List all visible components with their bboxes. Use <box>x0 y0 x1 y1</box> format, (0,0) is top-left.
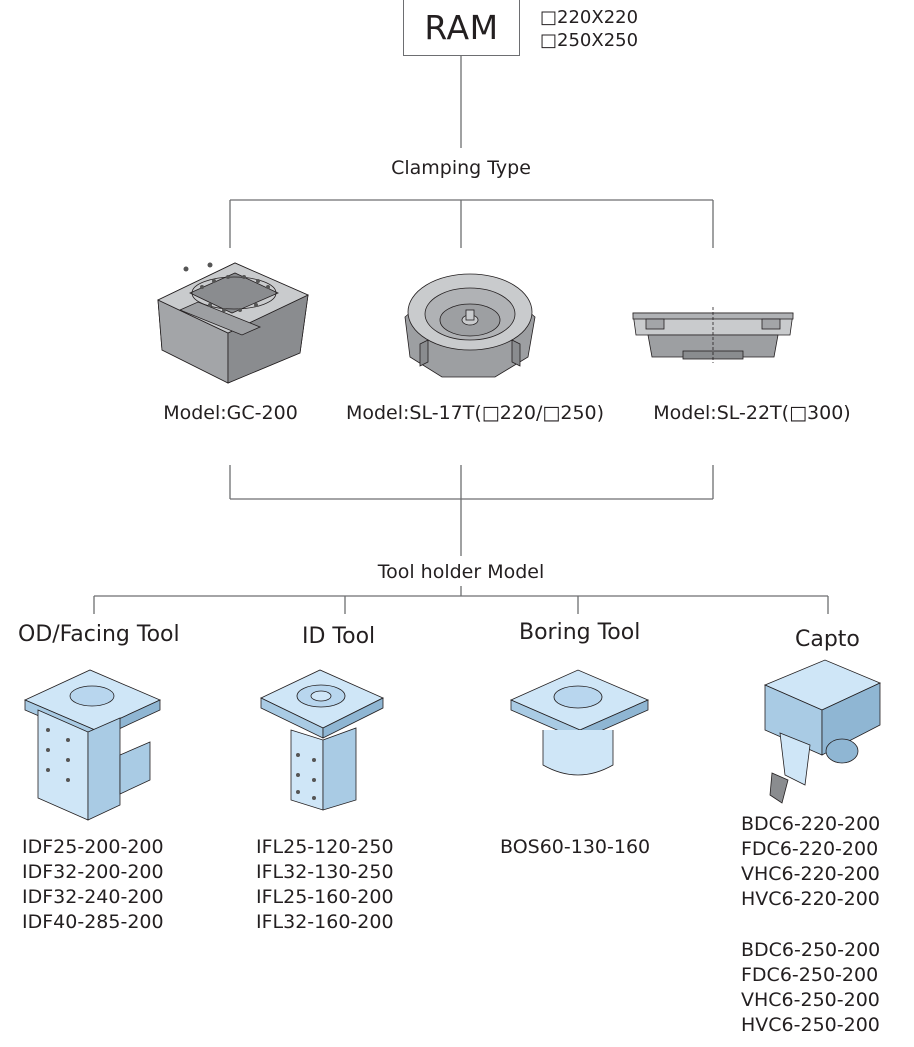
list-item: IDF25-200-200 <box>22 836 164 858</box>
id-tool-image <box>260 669 384 811</box>
category-boring-tool: Boring Tool <box>519 620 641 645</box>
ram-sizes: □220X220 □250X250 <box>540 6 638 52</box>
ram-size: □220X220 <box>540 7 639 28</box>
id-tool-model-list: IFL25-120-250 IFL32-130-250 IFL25-160-20… <box>256 835 394 935</box>
ram-size: □250X250 <box>540 30 639 51</box>
tool-holder-title: Tool holder Model <box>377 561 545 583</box>
clamping-type-title: Clamping Type <box>391 157 531 179</box>
list-item: BDC6-250-200 <box>741 939 881 961</box>
od-facing-tool-image <box>24 669 161 821</box>
capto-model-list-250: BDC6-250-200 FDC6-250-200 VHC6-250-200 H… <box>741 938 880 1038</box>
list-item: IDF32-200-200 <box>22 861 164 883</box>
boring-tool-image <box>510 669 650 776</box>
gc-200-clamp-image <box>157 262 309 384</box>
ram-box: RAM <box>403 0 520 56</box>
category-capto: Capto <box>795 627 860 652</box>
sl-22t-clamp-image <box>632 307 794 363</box>
list-item: FDC6-250-200 <box>741 964 879 986</box>
clamp-model-label: Model:GC-200 <box>163 402 298 424</box>
list-item: HVC6-220-200 <box>741 888 880 910</box>
list-item: IFL32-130-250 <box>256 861 394 883</box>
list-item: VHC6-220-200 <box>741 863 880 885</box>
list-item: IFL32-160-200 <box>256 911 394 933</box>
category-od-facing: OD/Facing Tool <box>18 622 180 647</box>
list-item: BDC6-220-200 <box>741 813 881 835</box>
sl-17t-clamp-image <box>404 273 536 378</box>
capto-image <box>763 659 881 804</box>
list-item: FDC6-220-200 <box>741 838 879 860</box>
boring-tool-model-list: BOS60-130-160 <box>500 835 650 860</box>
list-item: IFL25-120-250 <box>256 836 394 858</box>
list-item: VHC6-250-200 <box>741 989 880 1011</box>
clamp-model-label: Model:SL-22T(□300) <box>653 402 851 424</box>
list-item: BOS60-130-160 <box>500 836 651 858</box>
list-item: HVC6-250-200 <box>741 1014 880 1036</box>
ram-title: RAM <box>424 8 499 47</box>
list-item: IDF32-240-200 <box>22 886 164 908</box>
list-item: IDF40-285-200 <box>22 911 164 933</box>
list-item: IFL25-160-200 <box>256 886 394 908</box>
clamp-model-label: Model:SL-17T(□220/□250) <box>345 402 605 424</box>
category-id-tool: ID Tool <box>302 624 376 649</box>
od-facing-model-list: IDF25-200-200 IDF32-200-200 IDF32-240-20… <box>22 835 164 935</box>
capto-model-list-220: BDC6-220-200 FDC6-220-200 VHC6-220-200 H… <box>741 812 880 912</box>
